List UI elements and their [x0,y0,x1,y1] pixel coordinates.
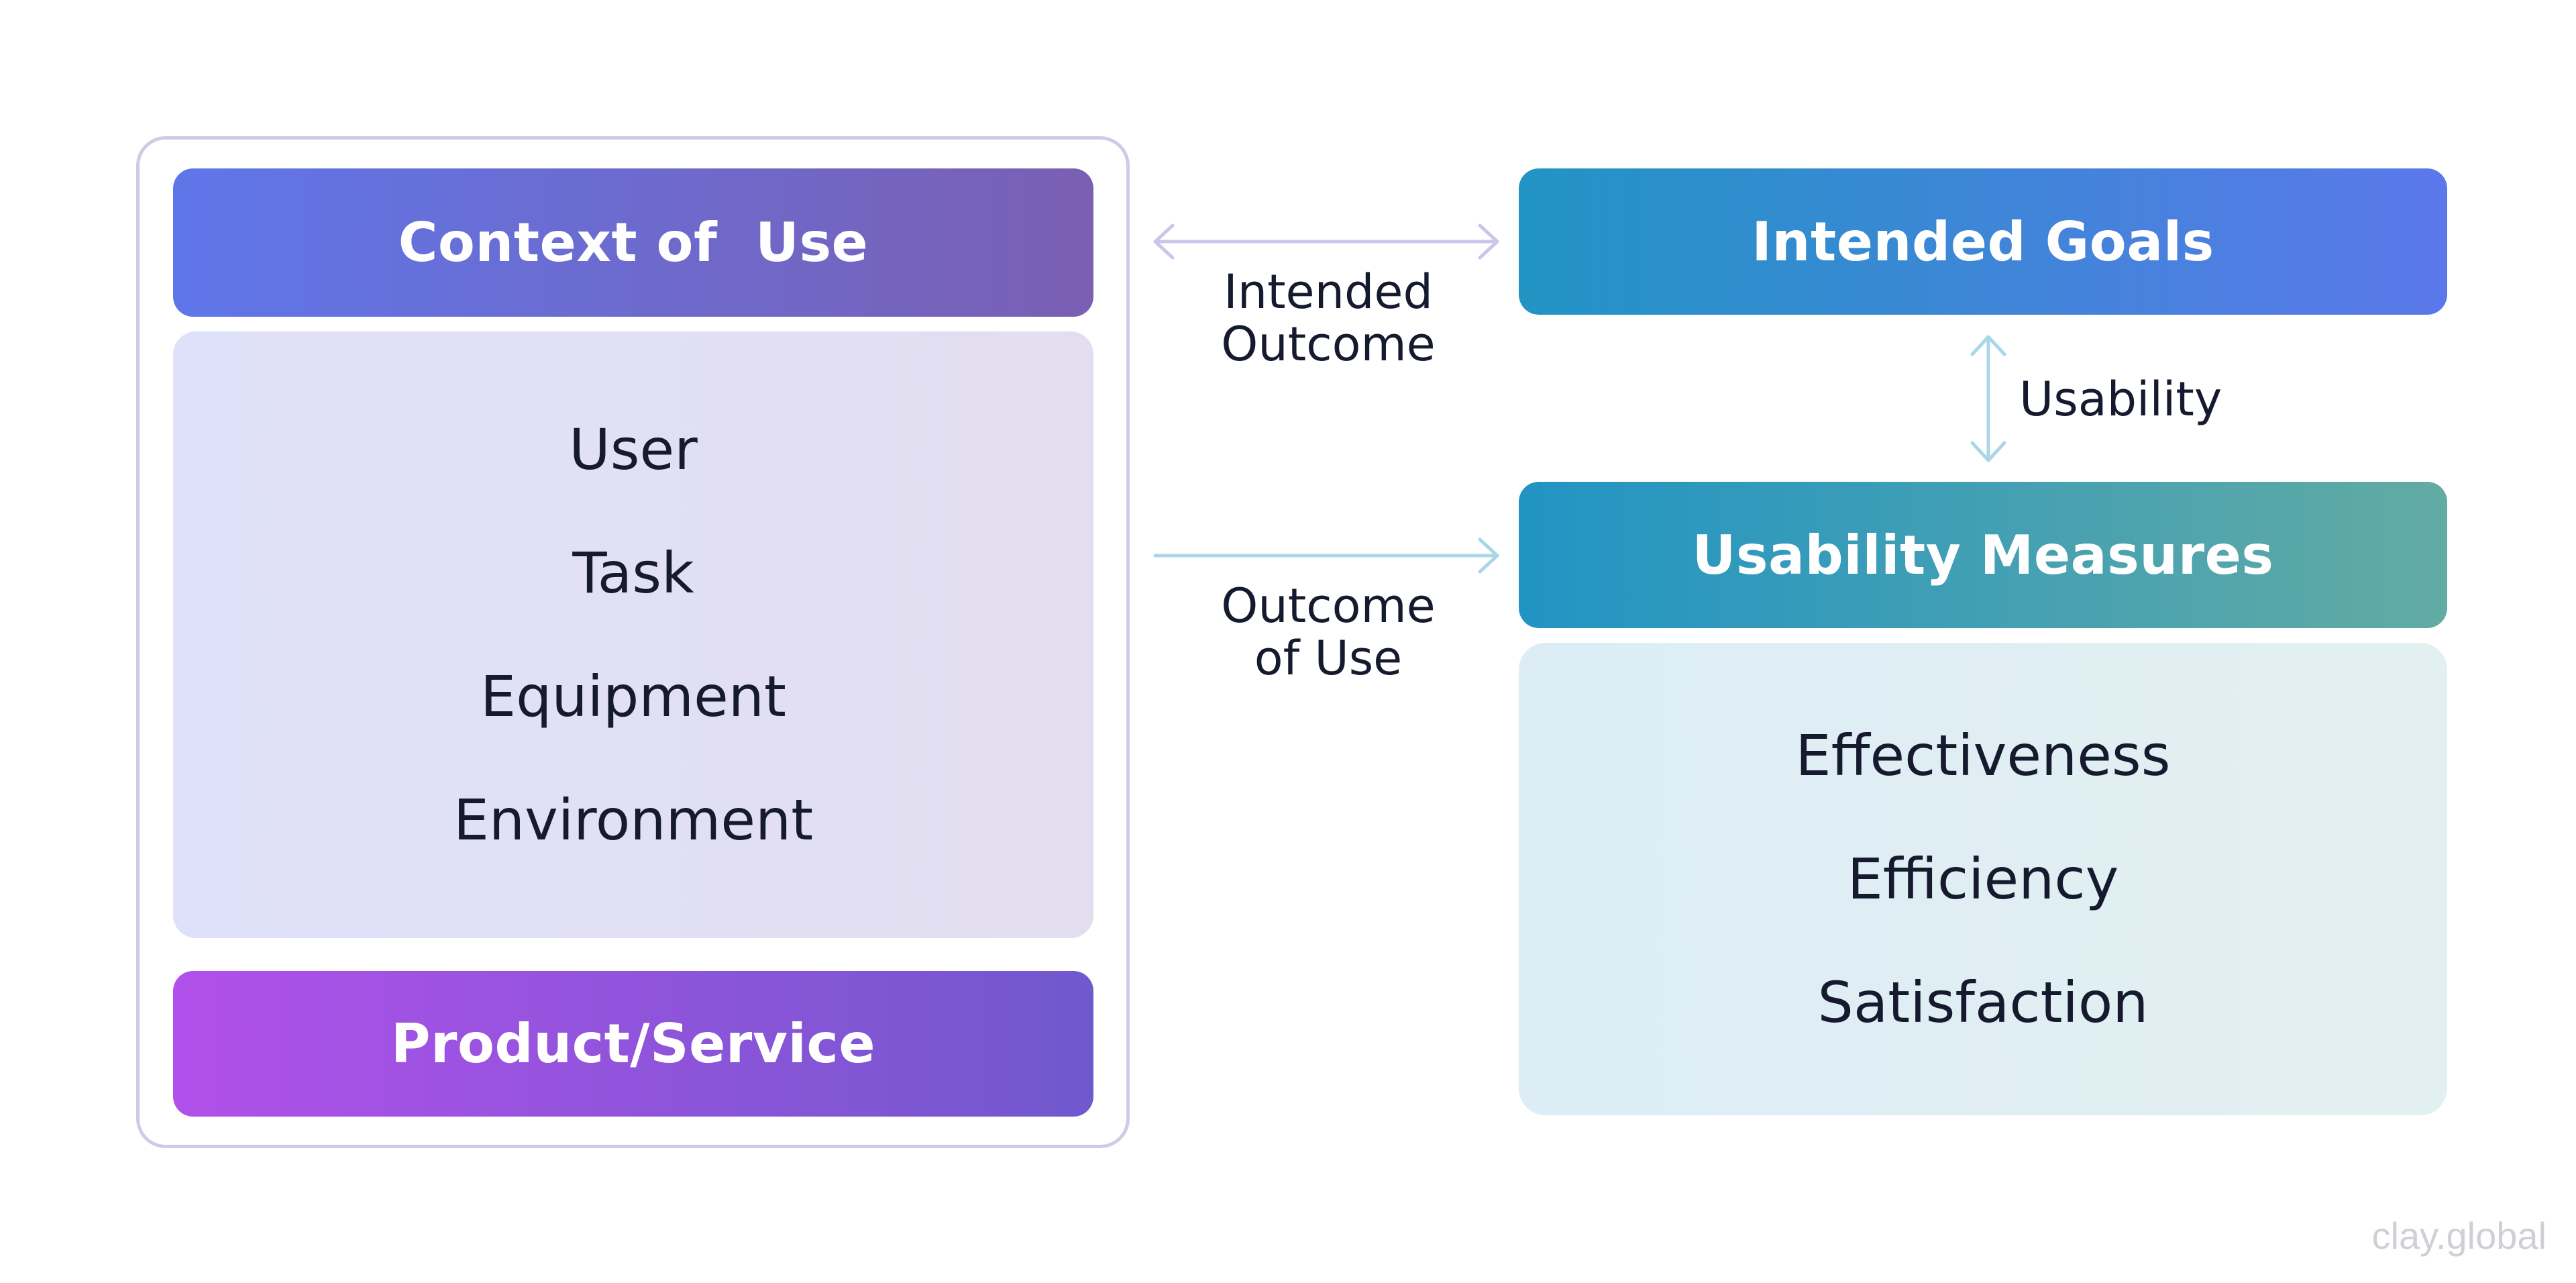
context-item-environment: Environment [453,787,814,853]
outcome-of-use-label: Outcome of Use [1221,578,1436,686]
intended-outcome-double-arrow [1153,223,1499,260]
usability-measures-title: Usability Measures [1692,523,2274,586]
measure-item-effectiveness: Effectiveness [1795,723,2171,788]
context-items-panel: User Task Equipment Environment [173,331,1093,938]
product-service-title: Product/Service [390,1013,876,1075]
measure-item-efficiency: Efficiency [1847,846,2119,912]
usability-measures-box: Usability Measures [1519,482,2447,628]
outcome-of-use-arrow [1153,537,1499,574]
usability-label: Usability [2019,372,2222,427]
context-item-task: Task [572,540,694,606]
intended-outcome-label: Intended Outcome [1221,264,1436,372]
measure-item-satisfaction: Satisfaction [1817,970,2149,1035]
context-of-use-title: Context of Use [398,211,869,274]
context-of-use-header: Context of Use [173,168,1093,317]
product-service-box: Product/Service [173,971,1093,1117]
measures-items-panel: Effectiveness Efficiency Satisfaction [1519,643,2447,1115]
intended-goals-box: Intended Goals [1519,168,2447,315]
intended-goals-title: Intended Goals [1752,210,2214,273]
context-item-user: User [569,417,698,482]
usability-double-arrow [1970,335,2006,462]
watermark: clay.global [2371,1215,2546,1257]
context-group-frame [136,136,1130,1148]
context-item-equipment: Equipment [480,664,786,729]
